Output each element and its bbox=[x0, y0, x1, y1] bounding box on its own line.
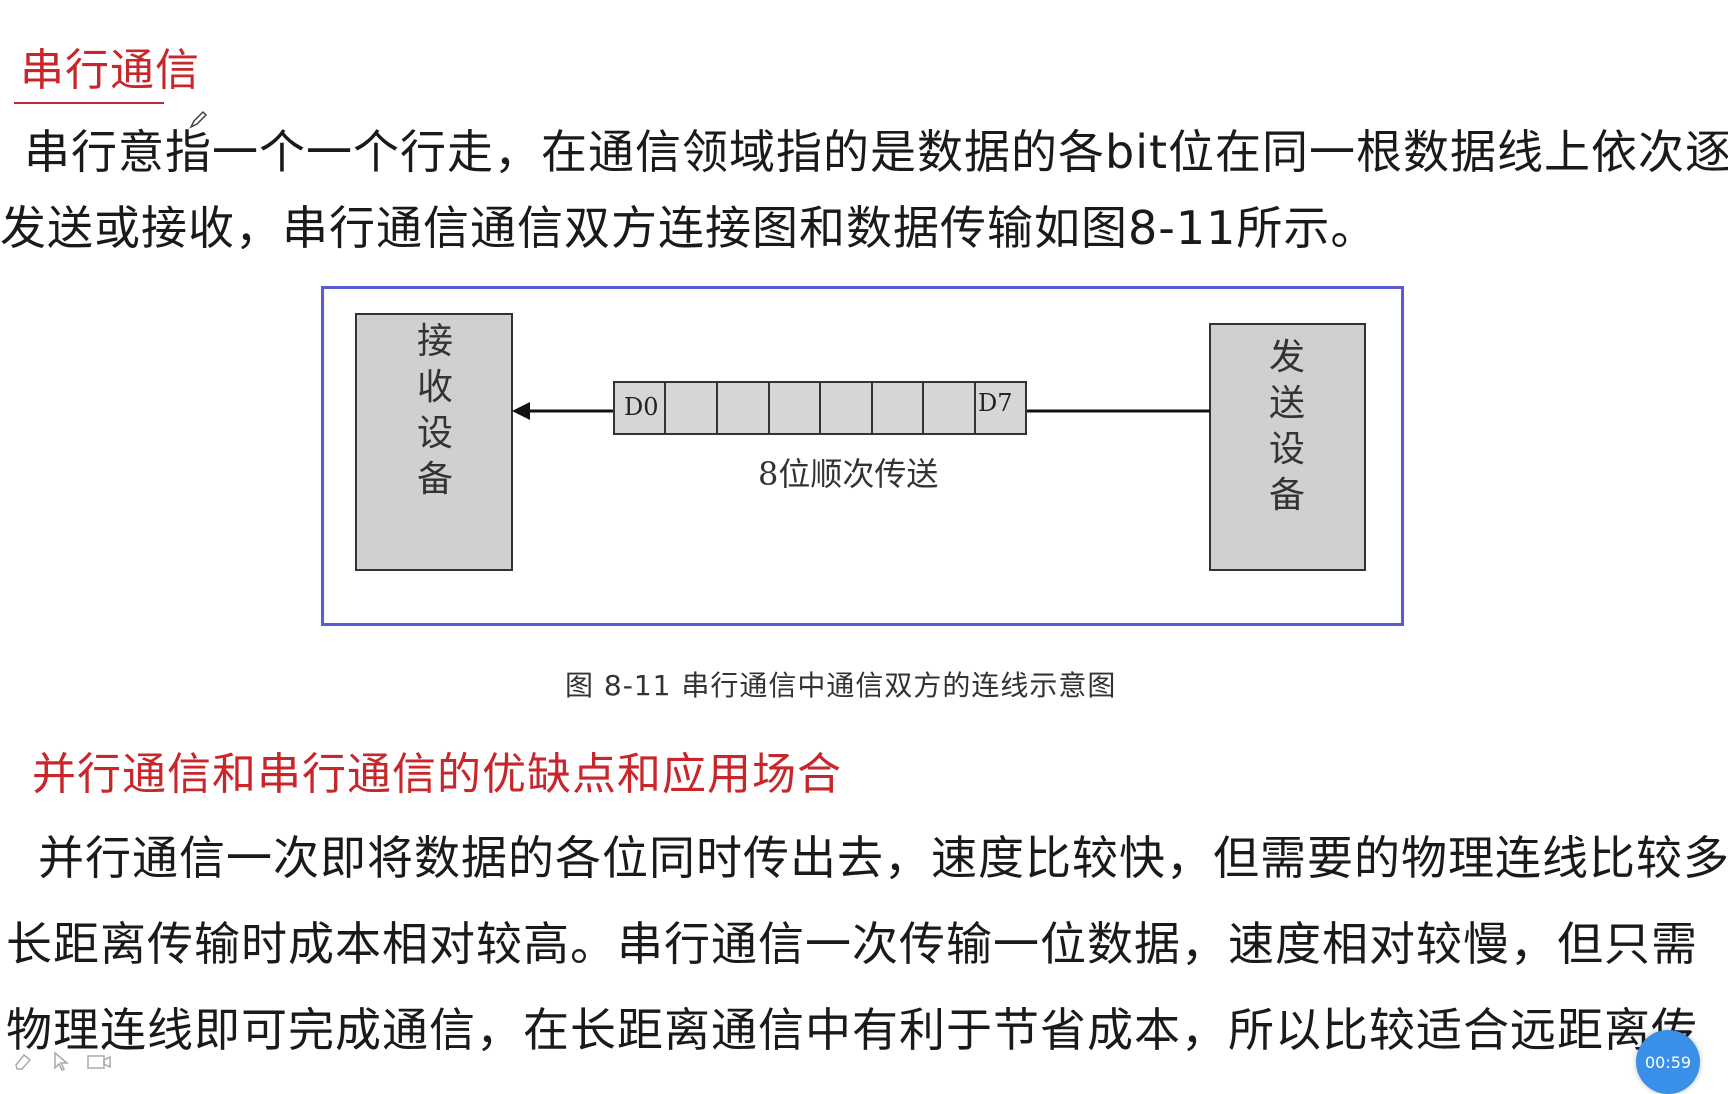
title-underline bbox=[14, 102, 164, 104]
sender-char: 备 bbox=[1268, 475, 1305, 516]
sender-char: 送 bbox=[1268, 383, 1305, 424]
playback-timer[interactable]: 00:59 bbox=[1636, 1030, 1700, 1094]
section-title-serial: 串行通信 bbox=[20, 45, 200, 96]
bit-register bbox=[613, 381, 1027, 435]
figure-caption: 图 8-11 串行通信中通信双方的连线示意图 bbox=[565, 669, 1117, 702]
paragraph-compare-line2: 长距离传输时成本相对较高。串行通信一次传输一位数据，速度相对较慢，但只需 bbox=[6, 917, 1698, 971]
bits-transfer-label: 8位顺次传送 bbox=[758, 455, 939, 493]
eraser-icon[interactable] bbox=[10, 1048, 36, 1074]
receiver-label: 接 收 设 备 bbox=[412, 319, 458, 503]
receiver-char: 收 bbox=[416, 367, 453, 408]
receiver-char: 备 bbox=[416, 459, 453, 500]
sender-char: 发 bbox=[1268, 337, 1305, 378]
paragraph-serial-line2: 发送或接收，串行通信通信双方连接图和数据传输如图8-11所示。 bbox=[0, 201, 1378, 255]
arrow-head-left bbox=[512, 402, 530, 420]
serial-diagram bbox=[355, 313, 1366, 571]
figure-frame: 接 收 设 备 发 送 设 备 D0 D7 8位顺次传送 bbox=[321, 286, 1404, 626]
receiver-char: 设 bbox=[416, 413, 453, 454]
bit-d0-label: D0 bbox=[624, 393, 659, 421]
section-title-comparison: 并行通信和串行通信的优缺点和应用场合 bbox=[32, 749, 842, 800]
pointer-icon[interactable] bbox=[48, 1048, 74, 1074]
receiver-char: 接 bbox=[416, 321, 453, 362]
bit-d7-label: D7 bbox=[978, 389, 1013, 417]
receiver-box bbox=[355, 313, 513, 571]
sender-box bbox=[1209, 323, 1366, 571]
sender-char: 设 bbox=[1268, 429, 1305, 470]
player-toolbar bbox=[10, 1046, 112, 1076]
paragraph-serial-line1: 串行意指一个一个行走，在通信领域指的是数据的各bit位在同一根数据线上依次逐 bbox=[24, 125, 1728, 179]
camera-icon[interactable] bbox=[86, 1048, 112, 1074]
paragraph-compare-line3: 物理连线即可完成通信，在长距离通信中有利于节省成本，所以比较适合远距离传 bbox=[6, 1003, 1698, 1057]
sender-label: 发 送 设 备 bbox=[1264, 335, 1310, 519]
paragraph-compare-line1: 并行通信一次即将数据的各位同时传出去，速度比较快，但需要的物理连线比较多 bbox=[38, 831, 1728, 885]
pencil-icon[interactable] bbox=[188, 108, 210, 130]
